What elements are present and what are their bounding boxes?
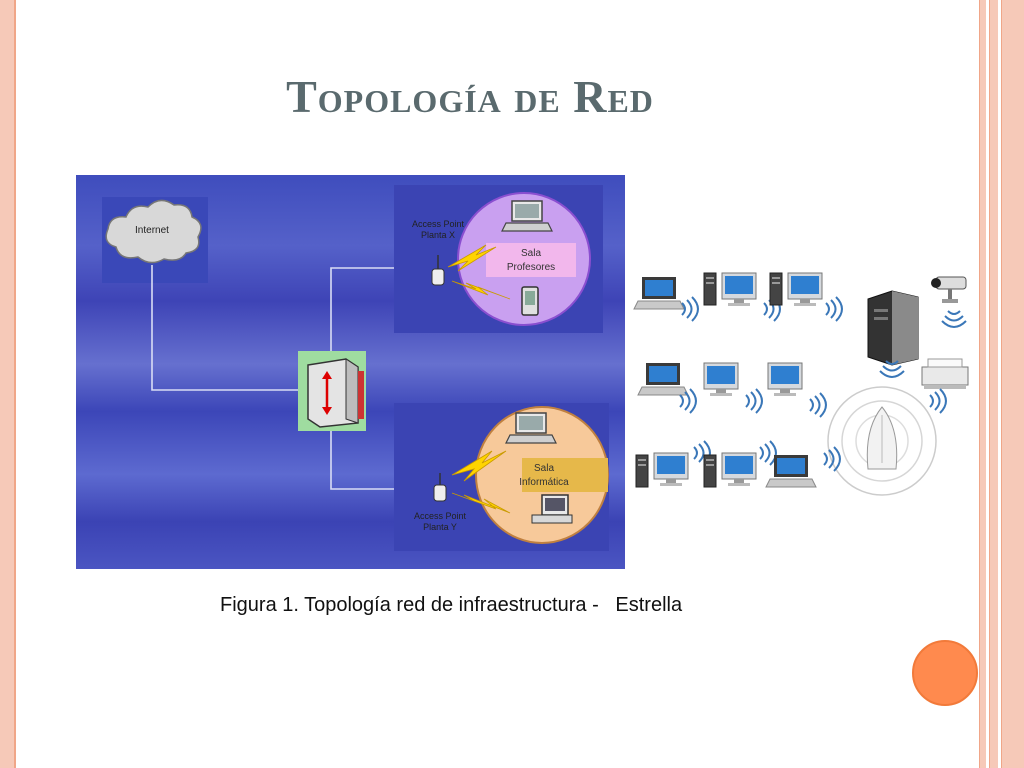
- internet-cloud-icon: [105, 199, 202, 264]
- wifi-signal-icon: [823, 446, 841, 472]
- sala-informatica-label-2: Informática: [519, 477, 569, 488]
- wifi-signal-icon: [825, 296, 843, 322]
- right-frame-stripe: [1001, 0, 1024, 768]
- decorative-dot: [912, 640, 978, 706]
- sala-profesores-label-2: Profesores: [507, 262, 555, 273]
- wifi-signal-icon: [941, 310, 967, 328]
- desktop-computer-icon: [703, 452, 757, 488]
- sala-profesores-label-1: Sala: [521, 248, 541, 259]
- wifi-signal-icon: [745, 388, 763, 414]
- laptop-icon: [633, 276, 685, 310]
- sala-informatica-label-box: [522, 458, 608, 492]
- wireless-bolt-icon: [447, 244, 511, 300]
- slide-title: Topología de Red: [286, 71, 654, 122]
- printer-icon: [921, 358, 969, 389]
- switch-icon: [307, 358, 364, 428]
- wireless-network-illustration: [633, 272, 969, 496]
- wifi-signal-icon: [809, 392, 827, 418]
- figure-caption: Figura 1. Topología red de infraestructu…: [220, 594, 683, 616]
- ap-y-label-1: Access Point: [414, 511, 467, 521]
- ap-y-label-2: Planta Y: [423, 522, 457, 532]
- server-icon: [867, 290, 919, 366]
- ap-x-label-2: Planta X: [421, 230, 455, 240]
- left-frame-stripe: [0, 0, 16, 768]
- internet-label: Internet: [135, 225, 169, 236]
- pda-icon: [521, 286, 539, 316]
- sala-profesores-label-box: [486, 243, 576, 277]
- desktop-computer-icon: [531, 494, 573, 524]
- wifi-signal-icon: [759, 440, 777, 466]
- desktop-computer-icon: [769, 272, 823, 307]
- right-frame-stripe: [989, 0, 998, 768]
- access-point-icon: [433, 473, 447, 502]
- security-camera-icon: [931, 276, 967, 303]
- desktop-computer-icon: [703, 272, 757, 307]
- network-diagram: Internet Sala Profesores Access Point Pl…: [76, 175, 625, 569]
- wireless-access-point-icon: [827, 386, 937, 496]
- desktop-computer-icon: [703, 362, 739, 397]
- right-frame-stripe: [979, 0, 986, 768]
- laptop-icon: [501, 200, 553, 232]
- access-point-icon: [431, 255, 445, 286]
- laptop-icon: [505, 412, 557, 444]
- wireless-bolt-icon: [451, 450, 511, 514]
- ap-x-label-1: Access Point: [412, 219, 465, 229]
- desktop-computer-icon: [635, 452, 689, 488]
- wifi-signal-icon: [929, 388, 947, 414]
- wifi-signal-icon: [681, 296, 699, 322]
- desktop-computer-icon: [767, 362, 803, 397]
- laptop-icon: [637, 362, 689, 396]
- sala-informatica-label-1: Sala: [534, 463, 554, 474]
- connection-lines: [151, 265, 431, 490]
